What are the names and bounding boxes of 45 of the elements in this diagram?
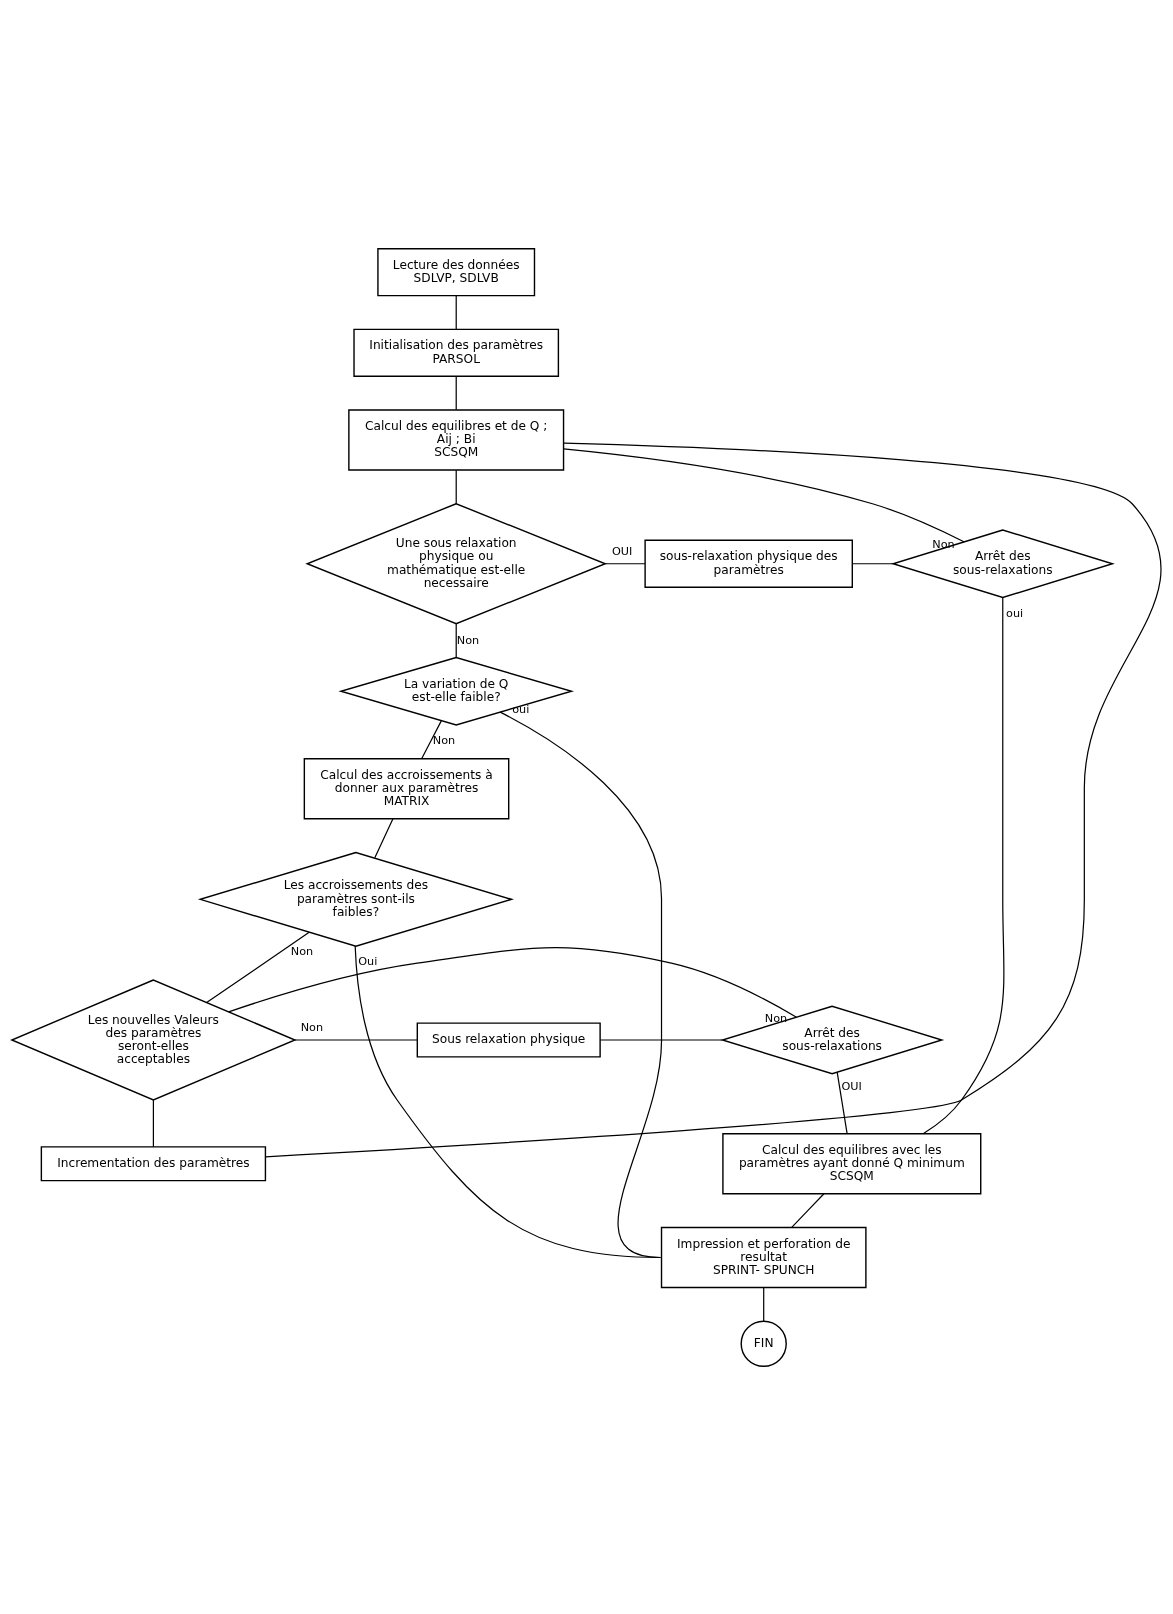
- connector: [421, 719, 442, 759]
- connector: [563, 447, 965, 542]
- edge-label: Non: [764, 1011, 788, 1025]
- node-diamond: Une sous relaxation physique ou mathématique est-elle necessaire: [305, 502, 608, 624]
- node-box: Sous relaxation physique: [416, 1021, 601, 1058]
- connector: [499, 711, 663, 1258]
- node-box: Calcul des accroissements à donner aux paramètres MATRIX: [303, 757, 510, 819]
- connector: [455, 469, 457, 504]
- connector: [152, 1099, 154, 1147]
- connector: [791, 1192, 825, 1228]
- edge-label: oui: [1006, 606, 1024, 620]
- edge-label: OUI: [841, 1079, 862, 1093]
- connector: [922, 596, 1005, 1134]
- connector: [851, 562, 894, 564]
- connector: [228, 946, 798, 1018]
- edge-label: oui: [512, 702, 530, 716]
- connector: [604, 562, 646, 564]
- edge-label: Non: [432, 733, 456, 747]
- connector: [455, 375, 457, 410]
- connector: [374, 817, 394, 858]
- edge-label: OUI: [612, 544, 633, 558]
- edge-label: Non: [932, 537, 955, 551]
- connector: [206, 931, 310, 1003]
- connector: [763, 1286, 765, 1322]
- connector: [599, 1038, 723, 1041]
- connector: [354, 944, 662, 1258]
- edge-label: Non: [290, 944, 314, 958]
- node-box: Impression et perforation de resultat SPRINT- SPUNCH: [660, 1226, 867, 1288]
- node-box: Calcul des equilibres avec les paramètres ayant donné Q minimum SCSQM: [722, 1132, 982, 1194]
- edge-label: Non: [300, 1020, 324, 1034]
- connector: [455, 622, 457, 658]
- connector: [264, 442, 1162, 1157]
- node-box: Calcul des equilibres et de Q ; Aij ; Bi SCSQM: [348, 408, 565, 471]
- node-box: sous-relaxation physique des paramètres: [644, 539, 853, 588]
- node-box: Incrementation des paramètres: [40, 1145, 267, 1181]
- node-circle: FIN: [740, 1320, 787, 1367]
- node-box: Lecture des données SDLVP, SDLVB: [377, 247, 536, 296]
- connector: [455, 294, 457, 330]
- node-box: Initialisation des paramètres PARSOL: [353, 328, 560, 377]
- node-diamond: Les nouvelles Valeurs des paramètres seront-elles acceptables: [10, 978, 297, 1101]
- connector: [836, 1071, 848, 1134]
- connector: [294, 1038, 418, 1041]
- node-diamond: Les accroissements des paramètres sont-ils faibles?: [197, 851, 514, 947]
- edge-label: Oui: [358, 954, 378, 968]
- edge-label: Non: [456, 633, 480, 647]
